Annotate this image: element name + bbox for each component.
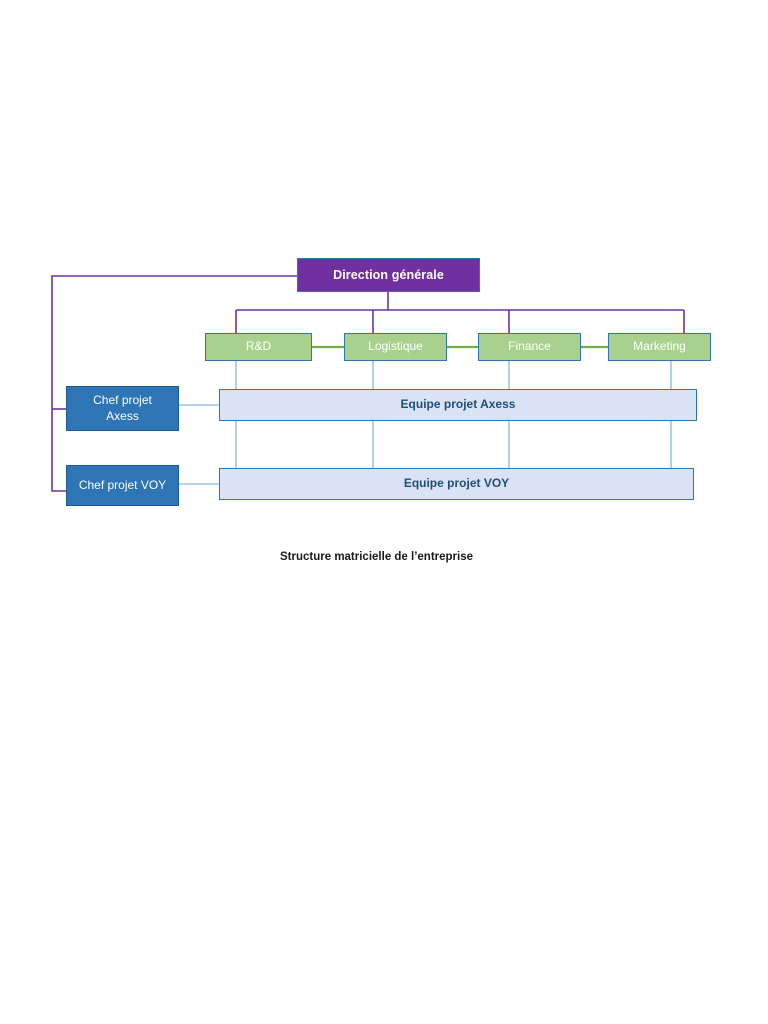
node-direction-generale-label: Direction générale [333, 267, 444, 282]
diagram-caption: Structure matricielle de l’entreprise [280, 551, 474, 563]
node-equipe-projet-axess-label: Equipe projet Axess [400, 397, 516, 412]
node-chef-projet-voy-label-line1: Chef projet VOY [78, 477, 167, 492]
node-department-logistique-label: Logistique [368, 339, 423, 354]
node-department-logistique[interactable]: Logistique [344, 333, 447, 361]
node-department-rd-label: R&D [245, 339, 272, 354]
node-department-marketing[interactable]: Marketing [608, 333, 711, 361]
node-direction-generale[interactable]: Direction générale [297, 258, 480, 292]
node-department-rd[interactable]: R&D [205, 333, 312, 361]
node-department-finance[interactable]: Finance [478, 333, 581, 361]
node-chef-projet-voy[interactable]: Chef projet VOY [66, 465, 179, 506]
connector-direction-to-left-rail [51, 275, 297, 409]
node-equipe-projet-voy[interactable]: Equipe projet VOY [219, 468, 694, 500]
node-department-finance-label: Finance [508, 339, 551, 354]
node-chef-projet-axess[interactable]: Chef projet Axess [66, 386, 179, 431]
connector-rail-to-chef-voy [51, 409, 66, 492]
node-chef-projet-axess-label-line2: Axess [106, 408, 139, 423]
node-equipe-projet-voy-label: Equipe projet VOY [403, 476, 510, 491]
node-chef-projet-axess-label-line1: Chef projet [93, 392, 152, 407]
node-department-marketing-label: Marketing [633, 339, 686, 354]
node-equipe-projet-axess[interactable]: Equipe projet Axess [219, 389, 697, 421]
